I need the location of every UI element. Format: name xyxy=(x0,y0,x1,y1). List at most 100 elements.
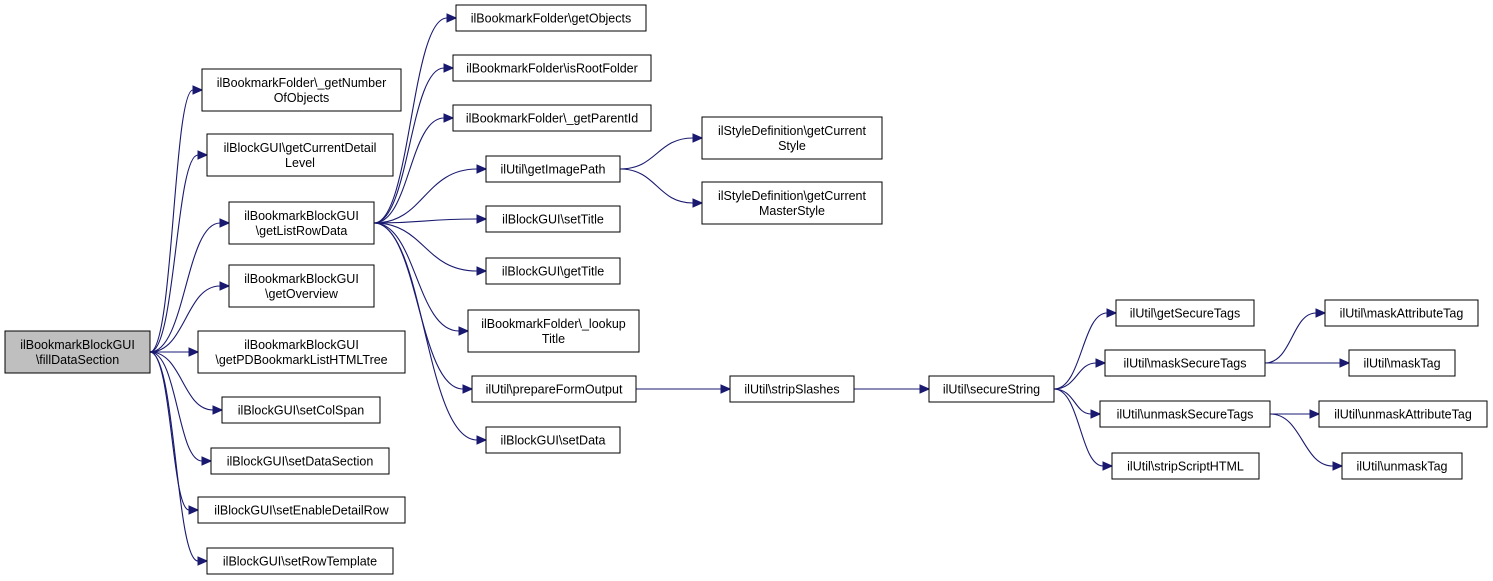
edge-secure-string-to-unmask-secure-tags xyxy=(1053,388,1092,415)
edge-fill-data-section-to-get-list-row-data xyxy=(149,222,221,353)
edge-get-image-path-to-get-current-master-style xyxy=(619,168,694,204)
node-label: \getListRowData xyxy=(256,224,348,238)
node-box xyxy=(485,205,621,233)
edge-fill-data-section-to-set-row-template xyxy=(149,351,199,562)
node-strip-slashes[interactable]: ilUtil\stripSlashes xyxy=(729,375,855,403)
node-strip-script-html[interactable]: ilUtil\stripScriptHTML xyxy=(1111,452,1260,480)
node-box xyxy=(485,257,621,285)
node-get-secure-tags[interactable]: ilUtil\getSecureTags xyxy=(1115,299,1255,327)
node-get-pdbookmark-list-htmltree[interactable]: ilBookmarkBlockGUI\getPDBookmarkListHTML… xyxy=(197,330,406,374)
arrowhead-icon xyxy=(1315,308,1327,318)
node-label: ilBlockGUI\setColSpan xyxy=(238,404,364,418)
edge-get-list-row-data-to-set-title xyxy=(373,218,478,224)
node-get-parent-id[interactable]: ilBookmarkFolder\_getParentId xyxy=(452,104,652,132)
node-box xyxy=(455,4,647,32)
arrowhead-icon xyxy=(476,214,488,224)
node-box xyxy=(1111,452,1260,480)
arrowhead-icon xyxy=(1332,461,1344,471)
edge-secure-string-to-strip-script-html xyxy=(1053,388,1104,467)
node-get-image-path[interactable]: ilUtil\getImagePath xyxy=(485,155,621,183)
node-box xyxy=(928,375,1055,403)
arrowhead-icon xyxy=(1102,461,1114,471)
node-is-root-folder[interactable]: ilBookmarkFolder\isRootFolder xyxy=(452,54,652,82)
node-label: ilBookmarkFolder\_getNumber xyxy=(217,76,387,90)
node-label: ilBookmarkBlockGUI xyxy=(244,209,359,223)
node-set-data[interactable]: ilBlockGUI\setData xyxy=(485,426,621,454)
node-box xyxy=(1115,299,1255,327)
node-label: ilUtil\stripScriptHTML xyxy=(1127,460,1244,474)
arrowhead-icon xyxy=(1309,409,1321,419)
edge-get-list-row-data-to-is-root-folder xyxy=(373,67,445,224)
node-label: ilBookmarkFolder\_lookup xyxy=(481,317,626,331)
arrowhead-icon xyxy=(1095,358,1107,368)
arrowhead-icon xyxy=(919,384,931,394)
node-box xyxy=(1318,400,1488,428)
node-label: ilBlockGUI\setEnableDetailRow xyxy=(214,504,389,518)
node-get-objects[interactable]: ilBookmarkFolder\getObjects xyxy=(455,4,647,32)
node-set-col-span[interactable]: ilBlockGUI\setColSpan xyxy=(221,396,381,424)
node-box xyxy=(228,264,375,308)
node-fill-data-section[interactable]: ilBookmarkBlockGUI\fillDataSection xyxy=(4,330,151,374)
node-label: ilBookmarkFolder\_getParentId xyxy=(466,112,638,126)
node-label: Style xyxy=(778,139,806,153)
edge-get-list-row-data-to-get-title xyxy=(373,222,478,272)
node-box xyxy=(452,54,652,82)
node-label: \fillDataSection xyxy=(36,353,119,367)
arrowhead-icon xyxy=(462,384,474,394)
node-box xyxy=(1341,452,1463,480)
node-set-enable-detail-row[interactable]: ilBlockGUI\setEnableDetailRow xyxy=(197,496,406,524)
arrowhead-icon xyxy=(692,198,704,208)
arrowhead-icon xyxy=(219,281,231,291)
node-mask-tag[interactable]: ilUtil\maskTag xyxy=(1348,349,1456,377)
arrowhead-icon xyxy=(692,133,704,143)
arrowhead-icon xyxy=(443,113,455,123)
node-set-data-section[interactable]: ilBlockGUI\setDataSection xyxy=(210,447,390,475)
node-unmask-secure-tags[interactable]: ilUtil\unmaskSecureTags xyxy=(1099,400,1271,428)
node-box xyxy=(1099,400,1271,428)
edge-fill-data-section-to-set-data-section xyxy=(149,351,203,462)
node-label: ilUtil\stripSlashes xyxy=(744,383,839,397)
edge-unmask-secure-tags-to-unmask-tag xyxy=(1269,413,1334,467)
node-box xyxy=(701,181,883,225)
arrowhead-icon xyxy=(1339,358,1351,368)
node-box xyxy=(206,547,394,575)
node-prepare-form-output[interactable]: ilUtil\prepareFormOutput xyxy=(471,375,637,403)
node-box xyxy=(197,496,406,524)
edge-secure-string-to-mask-secure-tags xyxy=(1053,362,1097,390)
node-label: ilBlockGUI\setData xyxy=(501,434,606,448)
edge-secure-string-to-get-secure-tags xyxy=(1053,312,1108,390)
arrowhead-icon xyxy=(212,405,224,415)
node-set-title[interactable]: ilBlockGUI\setTitle xyxy=(485,205,621,233)
node-unmask-tag[interactable]: ilUtil\unmaskTag xyxy=(1341,452,1463,480)
arrowhead-icon xyxy=(192,85,204,95)
node-unmask-attribute-tag[interactable]: ilUtil\unmaskAttributeTag xyxy=(1318,400,1488,428)
arrowhead-icon xyxy=(188,505,200,515)
node-label: ilUtil\secureString xyxy=(943,383,1040,397)
arrowhead-icon xyxy=(443,63,455,73)
node-label: ilUtil\prepareFormOutput xyxy=(486,383,623,397)
arrowhead-icon xyxy=(201,456,213,466)
node-get-title[interactable]: ilBlockGUI\getTitle xyxy=(485,257,621,285)
node-label: ilBlockGUI\getCurrentDetail xyxy=(224,141,377,155)
node-set-row-template[interactable]: ilBlockGUI\setRowTemplate xyxy=(206,547,394,575)
node-mask-secure-tags[interactable]: ilUtil\maskSecureTags xyxy=(1104,349,1266,377)
node-label: ilUtil\maskAttributeTag xyxy=(1340,307,1464,321)
node-secure-string[interactable]: ilUtil\secureString xyxy=(928,375,1055,403)
node-label: ilBookmarkBlockGUI xyxy=(244,272,359,286)
node-get-list-row-data[interactable]: ilBookmarkBlockGUI\getListRowData xyxy=(228,201,375,245)
node-mask-attribute-tag[interactable]: ilUtil\maskAttributeTag xyxy=(1324,299,1479,327)
node-get-overview[interactable]: ilBookmarkBlockGUI\getOverview xyxy=(228,264,375,308)
node-box xyxy=(467,309,640,353)
node-box xyxy=(201,68,402,112)
node-label: \getPDBookmarkListHTMLTree xyxy=(215,353,387,367)
arrowhead-icon xyxy=(1090,409,1102,419)
node-label: ilBookmarkFolder\isRootFolder xyxy=(466,62,638,76)
node-box xyxy=(1104,349,1266,377)
arrowhead-icon xyxy=(219,218,231,228)
